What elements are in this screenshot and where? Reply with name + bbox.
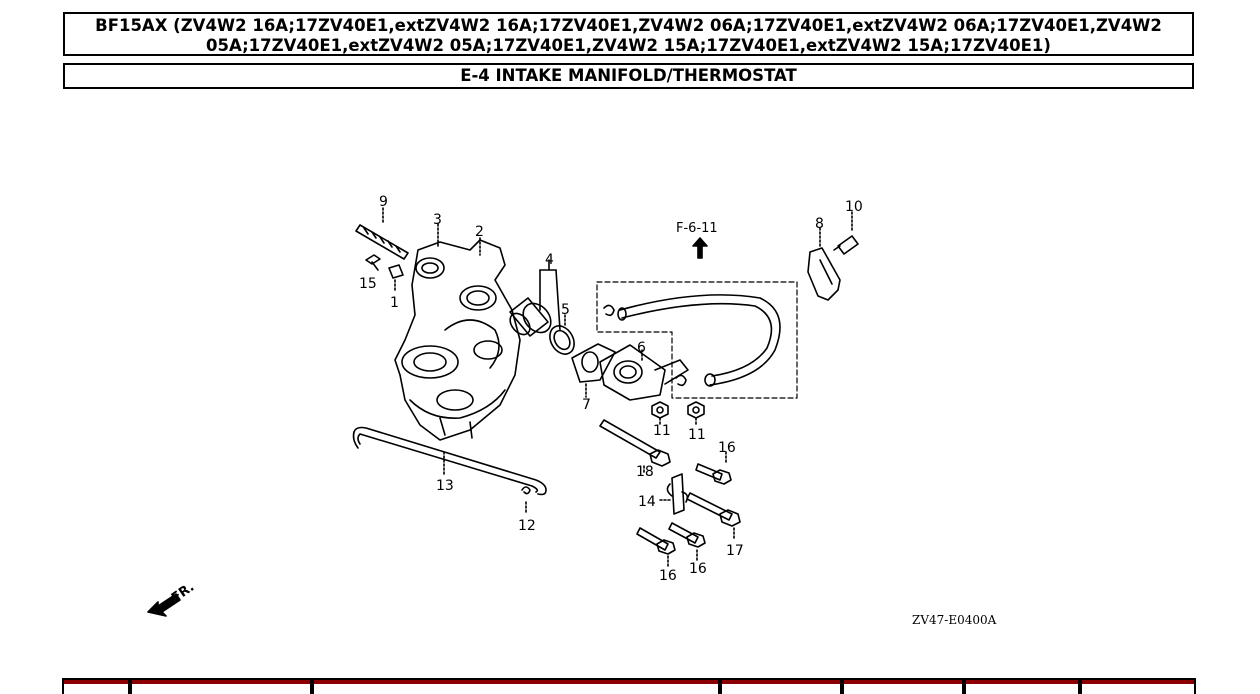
section-title: E-4 INTAKE MANIFOLD/THERMOSTAT xyxy=(460,66,797,85)
callout-7: 7 xyxy=(582,397,591,413)
intake-manifold-part xyxy=(394,223,521,441)
callout-14: 14 xyxy=(638,494,656,510)
table-header-cell xyxy=(130,678,312,694)
bracket-part xyxy=(807,211,859,301)
callout-16c: 16 xyxy=(659,568,677,584)
callout-18: 18 xyxy=(636,464,654,480)
callout-5: 5 xyxy=(561,302,570,318)
front-direction-icon xyxy=(147,593,181,617)
table-header-cell xyxy=(1080,678,1196,694)
table-header-cell xyxy=(842,678,964,694)
thermostat-part xyxy=(509,259,561,337)
clamp-part xyxy=(659,473,689,515)
callout-15: 15 xyxy=(359,276,377,292)
callout-8: 8 xyxy=(815,216,824,232)
thermostat-seal-part xyxy=(549,314,575,355)
callout-16a: 16 xyxy=(718,440,736,456)
bolt-part xyxy=(636,451,741,567)
stud-bolt-part xyxy=(355,207,409,260)
model-title: BF15AX (ZV4W2 16A;17ZV40E1,extZV4W2 16A;… xyxy=(95,16,1162,55)
breather-tube-part xyxy=(352,426,547,515)
callout-3: 3 xyxy=(433,212,442,228)
callout-16b: 16 xyxy=(689,561,707,577)
callout-12: 12 xyxy=(518,518,536,534)
table-header-cell xyxy=(964,678,1080,694)
callout-4: 4 xyxy=(545,252,554,268)
parts-diagram: 9 3 2 15 1 4 5 6 7 11 11 10 8 16 18 14 1… xyxy=(147,194,997,627)
section-title-box: E-4 INTAKE MANIFOLD/THERMOSTAT xyxy=(63,63,1194,89)
flange-bolt-part xyxy=(599,419,671,475)
water-hose-part xyxy=(603,294,781,387)
callout-9: 9 xyxy=(379,194,388,210)
cover-gasket-part xyxy=(571,343,616,398)
callout-17: 17 xyxy=(726,543,744,559)
table-header-cell xyxy=(312,678,720,694)
small-bolt-part xyxy=(365,254,404,291)
table-header-cell xyxy=(720,678,842,694)
drawing-code: ZV47-E0400A xyxy=(912,613,997,627)
parts-table-header xyxy=(62,678,1196,694)
callout-6: 6 xyxy=(637,340,646,356)
callout-13: 13 xyxy=(436,478,454,494)
callout-11a: 11 xyxy=(653,423,671,439)
page-title: BF15AX (ZV4W2 16A;17ZV40E1,extZV4W2 16A;… xyxy=(63,12,1194,56)
reference-arrow-icon xyxy=(692,237,708,259)
callout-11b: 11 xyxy=(688,427,706,443)
callout-10: 10 xyxy=(845,199,863,215)
callout-1: 1 xyxy=(390,295,399,311)
nut-part xyxy=(651,401,705,427)
table-header-cell xyxy=(62,678,130,694)
callout-2: 2 xyxy=(475,224,484,240)
reference-label: F-6-11 xyxy=(676,221,718,236)
